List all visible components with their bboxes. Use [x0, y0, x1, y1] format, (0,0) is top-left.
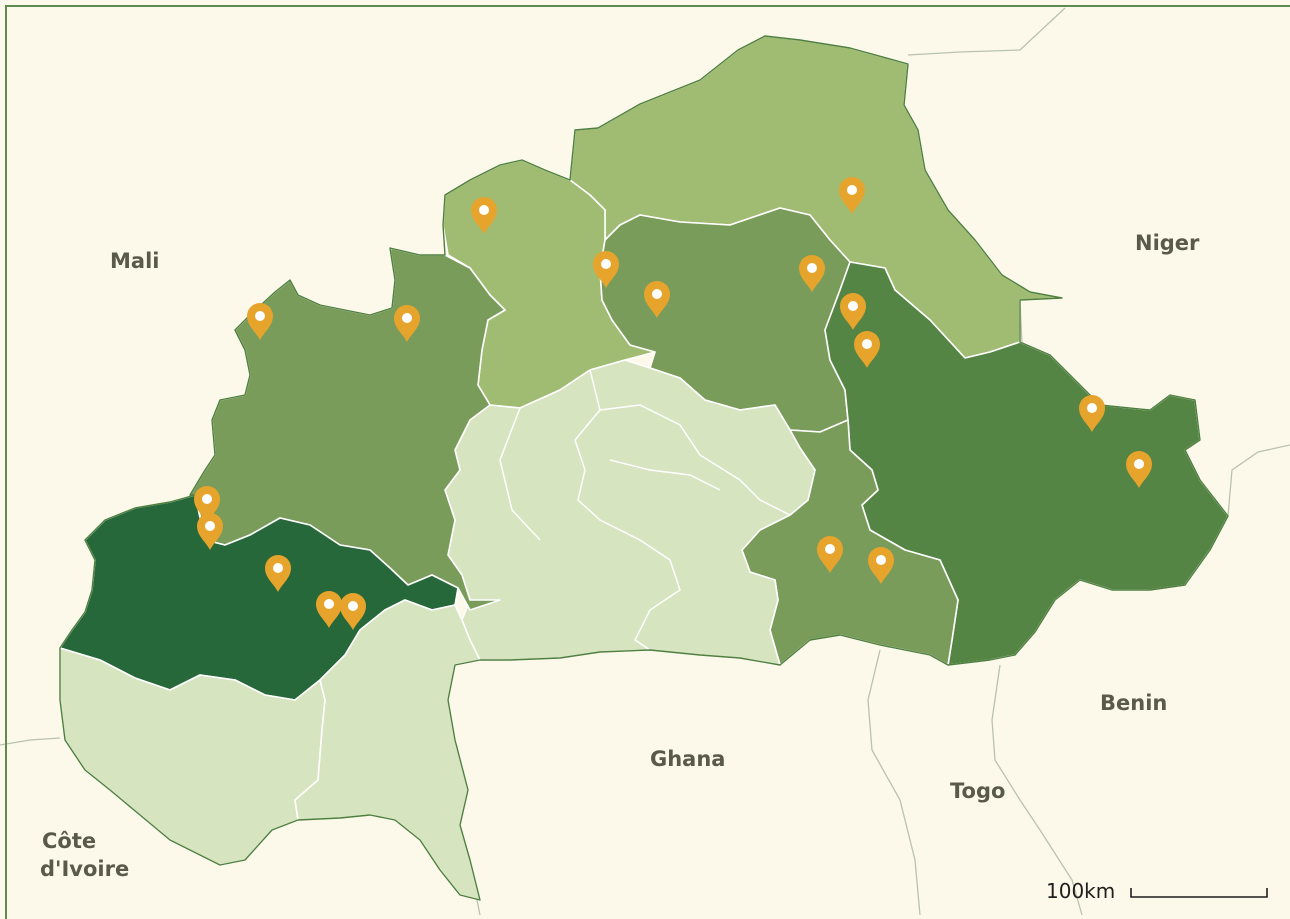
label-togo: Togo [950, 779, 1005, 803]
label-cote-line2: d'Ivoire [40, 857, 129, 881]
scale-line [1130, 888, 1268, 898]
map-frame [5, 5, 1290, 919]
scale-bar: 100km [1046, 879, 1268, 903]
neighbor-borders [0, 7, 1290, 916]
label-cote-line1: Côte [42, 829, 96, 853]
label-niger: Niger [1135, 231, 1200, 255]
country-labels: Mali Niger Benin Ghana Togo Côte d'Ivoir… [40, 231, 1200, 881]
label-ghana: Ghana [650, 747, 725, 771]
label-benin: Benin [1100, 691, 1167, 715]
regions [59, 35, 1229, 901]
scale-label: 100km [1046, 879, 1115, 903]
label-mali: Mali [110, 249, 159, 273]
